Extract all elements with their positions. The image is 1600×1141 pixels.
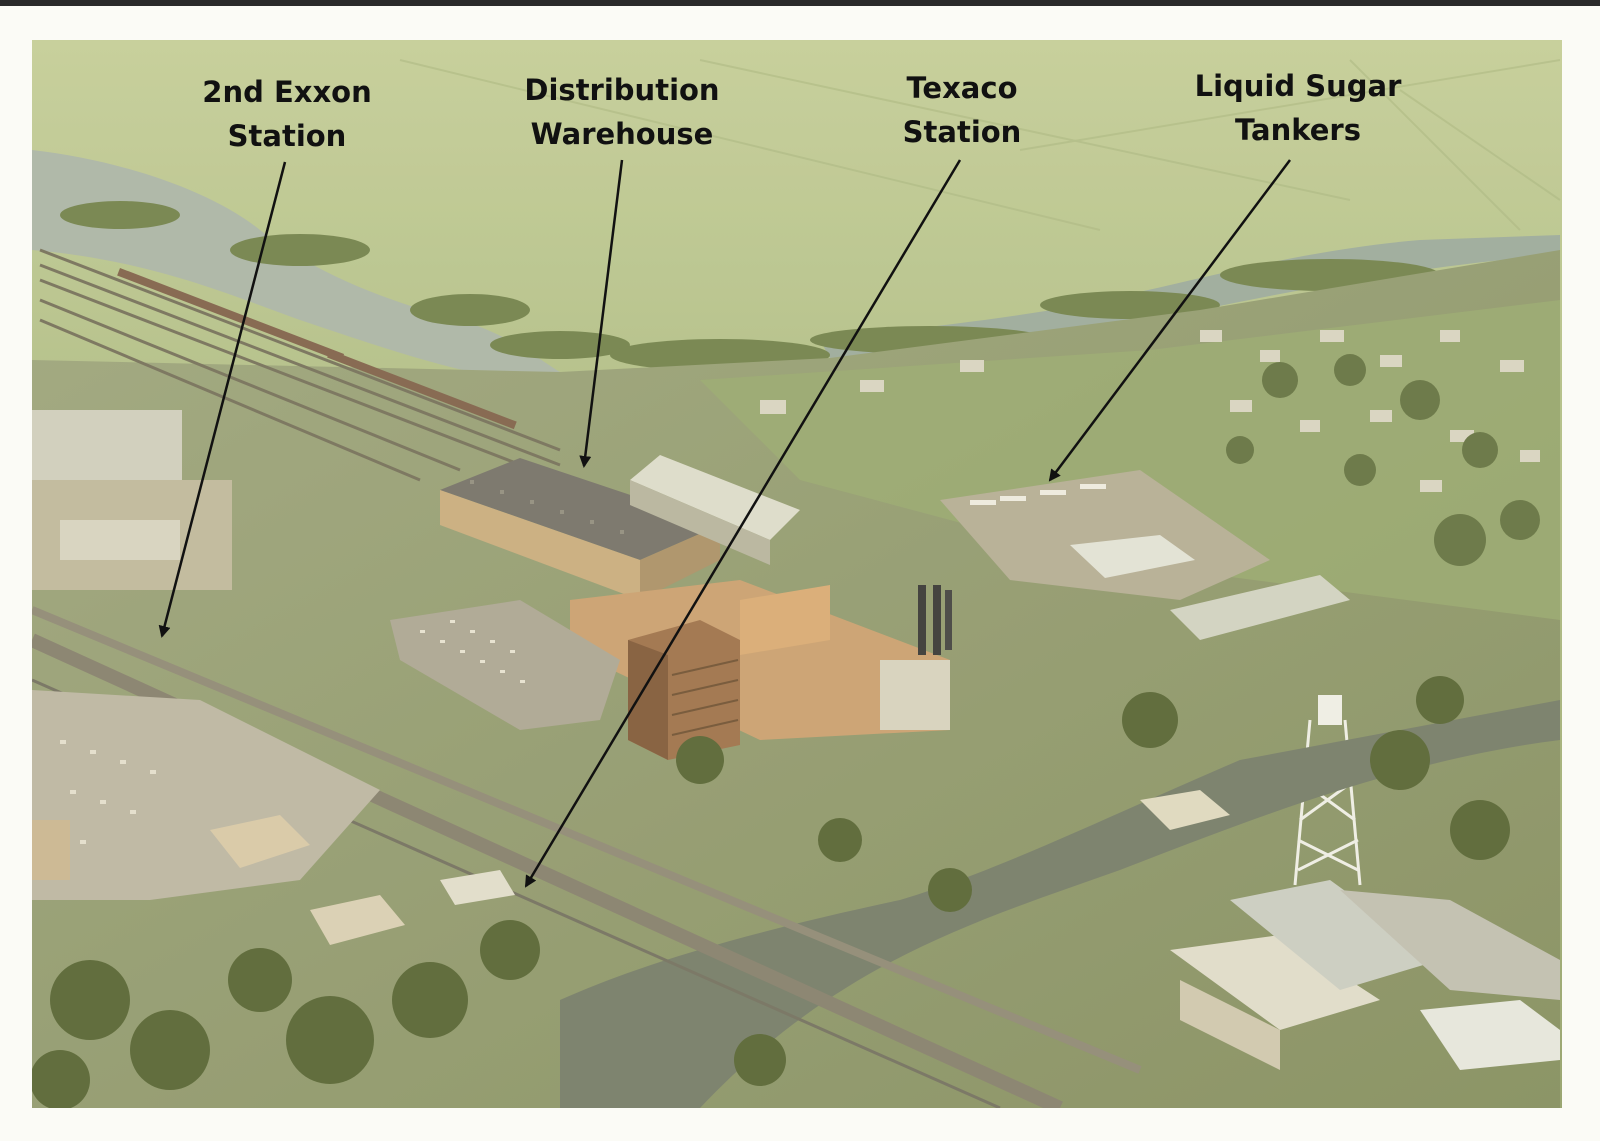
label-liquid-sugar-tankers: Liquid Sugar Tankers — [1178, 64, 1418, 152]
field-texture — [399, 59, 1561, 231]
label-line-1: Liquid Sugar — [1194, 69, 1402, 103]
tanker-lot — [940, 470, 1270, 600]
label-line-1: 2nd Exxon — [202, 75, 372, 109]
label-line-2: Station — [227, 119, 347, 153]
parking-lot — [390, 600, 620, 730]
refinery-block — [570, 580, 950, 740]
arrow-texaco — [524, 159, 962, 888]
arrow-warehouse — [579, 159, 624, 468]
label-2nd-exxon-station: 2nd Exxon Station — [167, 70, 407, 158]
warehouse-roof — [440, 458, 720, 560]
trees-foreground — [32, 676, 1510, 1108]
rail-cars — [117, 267, 517, 430]
trees-right — [1226, 354, 1540, 566]
photo-top-border — [0, 0, 1600, 6]
houses — [760, 330, 1540, 492]
label-line-2: Warehouse — [530, 117, 714, 151]
label-texaco-station: Texaco Station — [842, 66, 1082, 154]
photo-image — [32, 40, 1562, 1108]
label-line-2: Tankers — [1235, 113, 1361, 147]
arrow-tankers — [1048, 159, 1291, 482]
label-line-1: Distribution — [524, 73, 720, 107]
rail-yard — [39, 248, 561, 482]
arrow-exxon — [158, 161, 287, 638]
label-distribution-warehouse: Distribution Warehouse — [502, 68, 742, 156]
label-line-1: Texaco — [906, 71, 1018, 105]
canal — [560, 700, 1560, 1108]
label-line-2: Station — [902, 115, 1022, 149]
sugar-shed — [630, 455, 800, 540]
